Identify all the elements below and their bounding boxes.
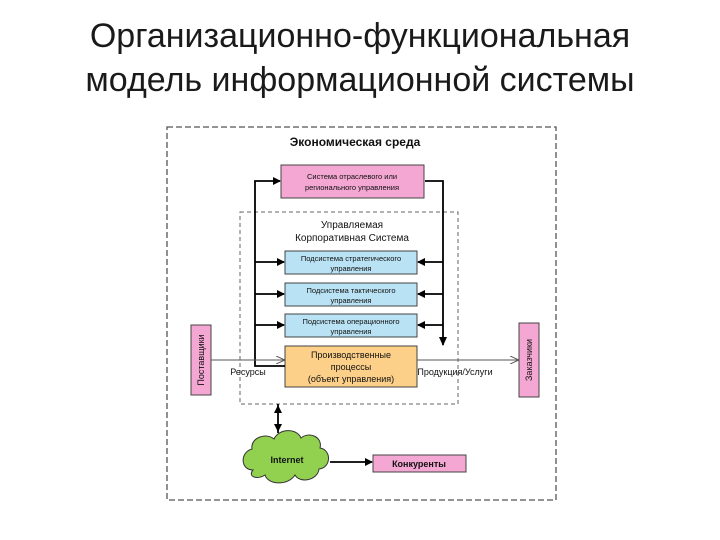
tactical-subsystem-label-1: Подсистема тактического xyxy=(306,286,395,295)
resources-label: Ресурсы xyxy=(230,367,266,377)
corporate-system-frame xyxy=(239,211,459,405)
internet-cloud xyxy=(242,430,329,484)
customers-label: Заказчики xyxy=(524,339,534,381)
control-right-branch xyxy=(425,180,444,345)
economic-environment-label: Экономическая среда xyxy=(290,135,421,149)
slide-title: Организационно-функциональная модель инф… xyxy=(0,14,720,102)
production-processes-label-2: процессы xyxy=(331,362,371,372)
branch-management-label-1: Система отраслевого или xyxy=(307,172,397,181)
corporate-system-label-1: Управляемая xyxy=(321,220,383,231)
internet-link-arrowhead-down xyxy=(274,424,282,432)
tactical-subsystem-label-2: управления xyxy=(331,296,372,305)
strategic-subsystem-label-1: Подсистема стратегического xyxy=(301,254,401,263)
operational-subsystem-label-2: управления xyxy=(331,327,372,336)
customers-box xyxy=(518,322,540,398)
strategic-subsystem-label-2: управления xyxy=(331,264,372,273)
corporate-system-label-2: Корпоративная Система xyxy=(295,233,409,244)
feedback-left-branch xyxy=(254,177,285,367)
competitors-label: Конкуренты xyxy=(392,459,446,469)
title-line-2: модель информационной системы xyxy=(85,61,635,99)
production-processes-label-1: Производственные xyxy=(311,350,391,360)
competitors-box xyxy=(372,454,467,473)
internet-label: Internet xyxy=(270,455,303,465)
control-right-bottom-arrowhead xyxy=(439,337,447,346)
branch-management-box xyxy=(280,164,425,199)
operational-subsystem-label-1: Подсистема операционного xyxy=(303,317,400,326)
production-processes-label-3: (объект управления) xyxy=(308,374,394,384)
economic-environment-frame xyxy=(166,126,557,501)
branch-management-label-2: регионального управления xyxy=(305,183,399,192)
suppliers-label: Поставщики xyxy=(196,334,206,385)
title-line-1: Организационно-функциональная xyxy=(89,17,631,55)
internet-link-arrowhead-up xyxy=(274,405,282,413)
products-label: Продукция/Услуги xyxy=(417,367,492,377)
